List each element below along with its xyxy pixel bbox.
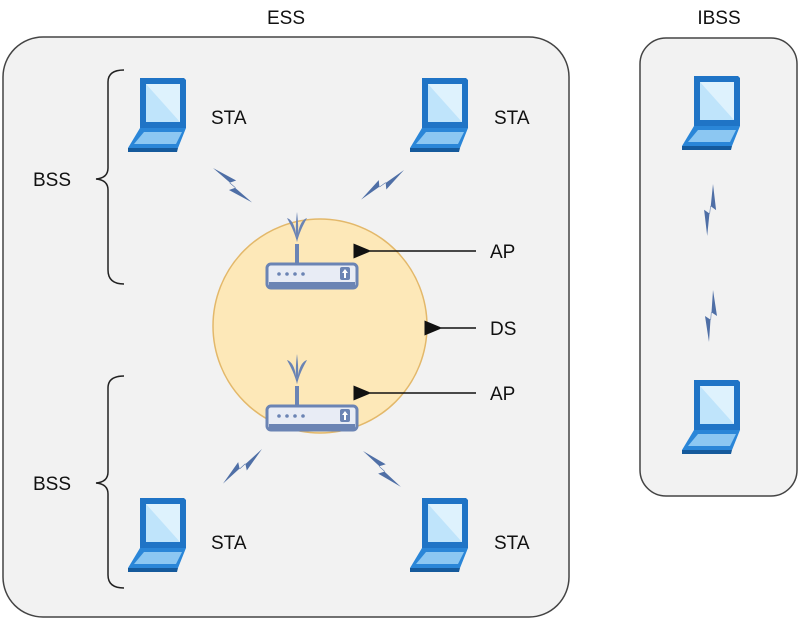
sta-bottom-left-label: STA bbox=[211, 533, 247, 554]
sta-bottom-right-label: STA bbox=[494, 533, 530, 554]
brace-icon bbox=[95, 375, 125, 589]
sta-top-right-label: STA bbox=[494, 108, 530, 129]
ess-title: ESS bbox=[267, 8, 305, 29]
brace-icon bbox=[95, 69, 125, 285]
bss-top-label: BSS bbox=[33, 170, 71, 191]
bss-bottom-label: BSS bbox=[33, 474, 71, 495]
ap-top-label: AP bbox=[490, 242, 515, 263]
ds-label: DS bbox=[490, 319, 516, 340]
ap-bottom-label: AP bbox=[490, 384, 515, 405]
ibss-title: IBSS bbox=[697, 8, 740, 29]
sta-top-left-label: STA bbox=[211, 108, 247, 129]
ibss-container bbox=[639, 37, 798, 497]
